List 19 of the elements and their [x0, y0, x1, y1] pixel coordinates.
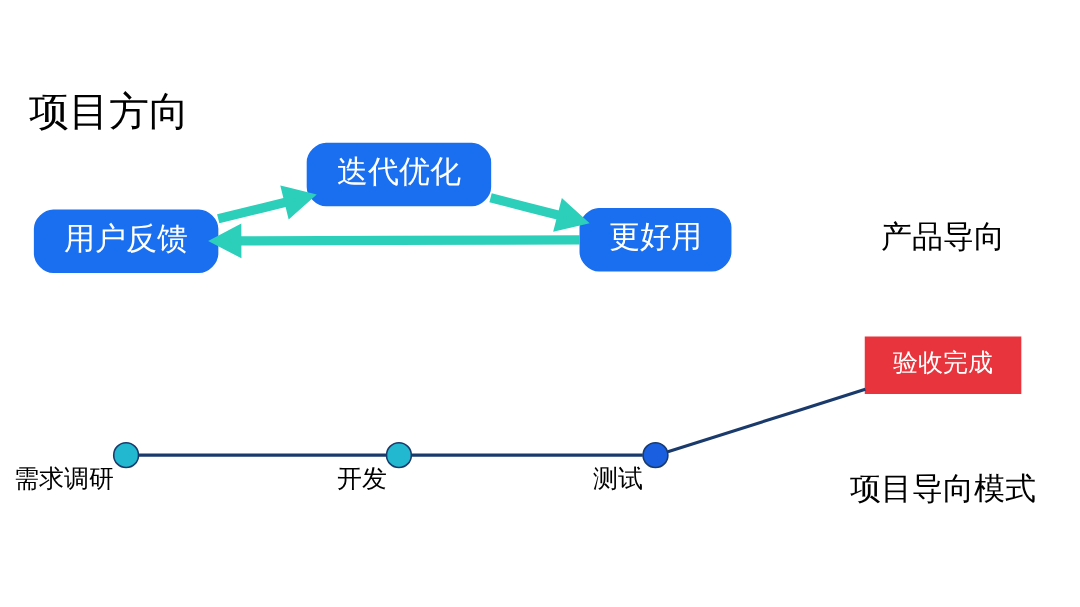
node-label: 需求调研	[14, 463, 115, 493]
connector	[667, 387, 866, 453]
node-box: 用户反馈	[33, 208, 219, 273]
arrow	[208, 222, 580, 258]
node-box: 迭代优化	[306, 142, 492, 206]
node-circle	[112, 441, 140, 468]
node-box: 更好用	[579, 207, 732, 271]
node-box: 验收完成	[864, 336, 1022, 394]
node-label: 测试	[593, 463, 644, 493]
arrow	[217, 185, 317, 223]
label: 项目导向模式	[850, 469, 1037, 506]
arrow	[489, 192, 590, 232]
connector	[411, 453, 643, 457]
diagram-title: 项目方向	[29, 87, 190, 135]
node-circle	[385, 441, 413, 468]
label: 产品导向	[881, 217, 1006, 254]
connector	[138, 453, 387, 457]
node-label: 开发	[336, 463, 387, 493]
node-circle	[642, 441, 669, 468]
